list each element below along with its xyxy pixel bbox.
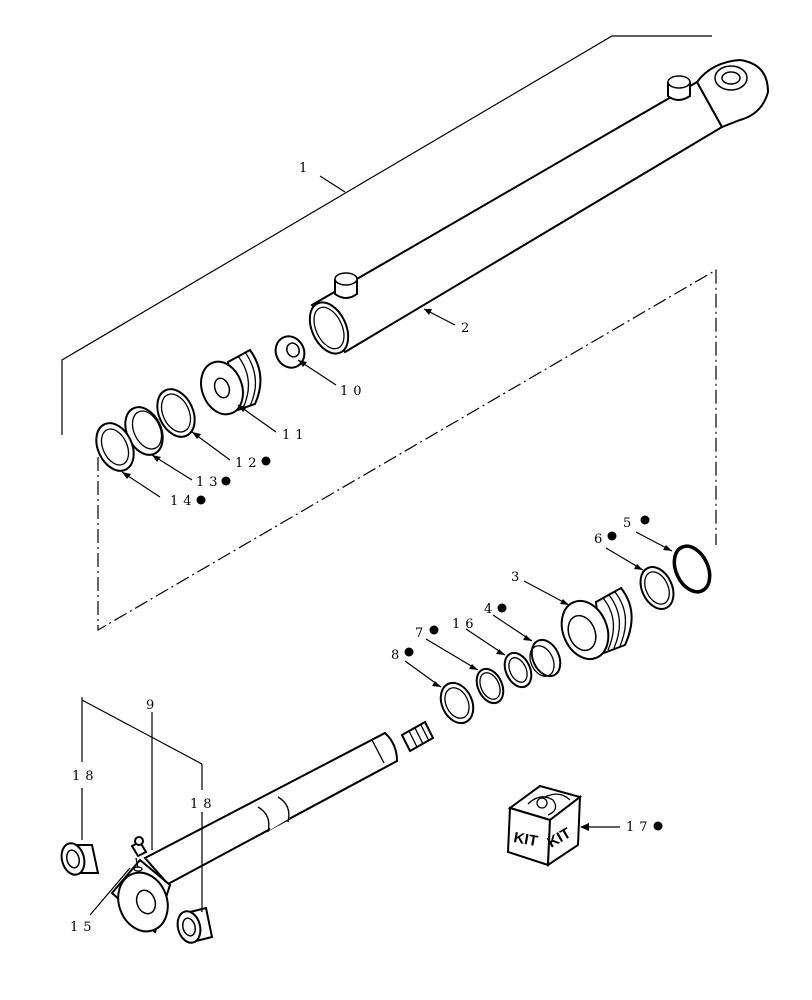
rod-seal [503, 651, 533, 689]
callout-10: 10 [340, 384, 367, 399]
callout-12: 12 [235, 456, 262, 471]
callout-3: 3 [511, 570, 524, 585]
callout-17: 17 [626, 820, 653, 835]
callout-labels: 1 2 3 4 5 6 7 8 9 10 11 12 13 14 15 16 1… [70, 161, 653, 935]
piston-rod [143, 720, 435, 886]
callout-1: 1 [299, 161, 312, 176]
rod-wiper [439, 681, 475, 725]
assembly-path-line [97, 268, 717, 632]
callout-11: 11 [282, 428, 309, 443]
gland-backup-ring [639, 566, 675, 610]
gland-o-ring [672, 544, 712, 594]
callout-18-right: 18 [190, 797, 217, 812]
callout-8: 8 [391, 648, 404, 663]
piston-backup-ring [95, 422, 135, 472]
piston [200, 348, 262, 416]
piston-seal-ring [156, 388, 196, 438]
kit-markers [196, 456, 663, 831]
kit-marker-13 [221, 476, 231, 486]
kit-marker-12 [261, 456, 271, 466]
kit-marker-7 [429, 625, 439, 635]
callout-15: 15 [70, 920, 97, 935]
rod-wear-ring [475, 667, 505, 705]
callout-5: 5 [623, 516, 636, 531]
kit-marker-6 [607, 531, 617, 541]
callout-7: 7 [415, 626, 428, 641]
callout-16: 16 [452, 617, 479, 632]
kit-marker-4 [497, 603, 507, 613]
kit-marker-5 [640, 515, 650, 525]
callout-9: 9 [146, 698, 159, 713]
kit-marker-14 [196, 495, 206, 505]
gland [560, 586, 633, 661]
grease-fitting [130, 836, 148, 872]
leader-lines [81, 175, 673, 916]
callout-4: 4 [484, 602, 497, 617]
kit-marker-17 [653, 821, 663, 831]
callout-13: 13 [196, 475, 223, 490]
gland-bushing [529, 638, 562, 678]
rod-eye [110, 858, 172, 934]
piston-nut [274, 335, 306, 369]
seal-kit-box: KIT KIT [506, 784, 583, 867]
cylinder-barrel [308, 58, 770, 355]
callout-6: 6 [594, 532, 607, 547]
assembly-bracket [61, 35, 712, 435]
rod-eye-bushing-right [176, 906, 214, 944]
callout-14: 14 [170, 494, 197, 509]
kit-marker-8 [404, 647, 414, 657]
callout-18-left: 18 [72, 769, 99, 784]
rod-eye-bushing-left [60, 842, 100, 876]
callout-2: 2 [461, 321, 474, 336]
kit-label-left: KIT [512, 829, 539, 850]
